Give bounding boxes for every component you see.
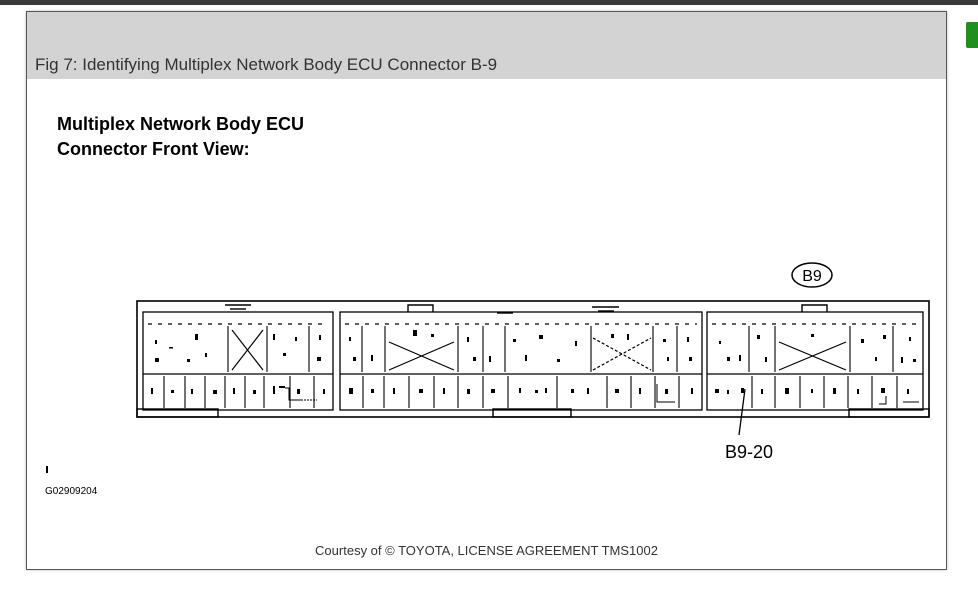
courtesy-note: Courtesy of © TOYOTA, LICENSE AGREEMENT … (315, 543, 658, 558)
heading-line-2: Connector Front View: (57, 139, 250, 159)
figure-title: Fig 7: Identifying Multiplex Network Bod… (35, 55, 498, 74)
blank-cavity-crosses (231, 329, 847, 371)
image-code-tick (46, 466, 48, 473)
image-code: G02909204 (45, 486, 98, 497)
cavity-dividers-lower (163, 376, 898, 408)
window-top-bar (0, 0, 978, 5)
pin-callout-leader (738, 388, 746, 436)
side-feedback-tab[interactable] (966, 22, 978, 48)
housing-tab-left (136, 408, 219, 418)
top-latches (225, 304, 828, 314)
connector-label-oval (791, 262, 833, 288)
diagram-heading: Multiplex Network Body ECU Connector Fro… (57, 112, 304, 162)
pin-callout-label: B9-20 (725, 442, 773, 462)
pin-number-marks (151, 330, 916, 394)
figure-panel: Fig 7: Identifying Multiplex Network Bod… (26, 11, 947, 570)
connector-sections (142, 311, 924, 411)
cavity-dividers-upper (227, 326, 894, 372)
connector-label-text: B9 (802, 268, 822, 285)
keying-details (285, 384, 919, 405)
housing-tab-middle (492, 408, 572, 418)
housing-tab-right (848, 408, 930, 418)
heading-line-1: Multiplex Network Body ECU (57, 114, 305, 134)
connector-diagram: B9 (136, 262, 930, 462)
connector-housing (136, 300, 930, 418)
figure-header: Fig 7: Identifying Multiplex Network Bod… (27, 12, 946, 79)
